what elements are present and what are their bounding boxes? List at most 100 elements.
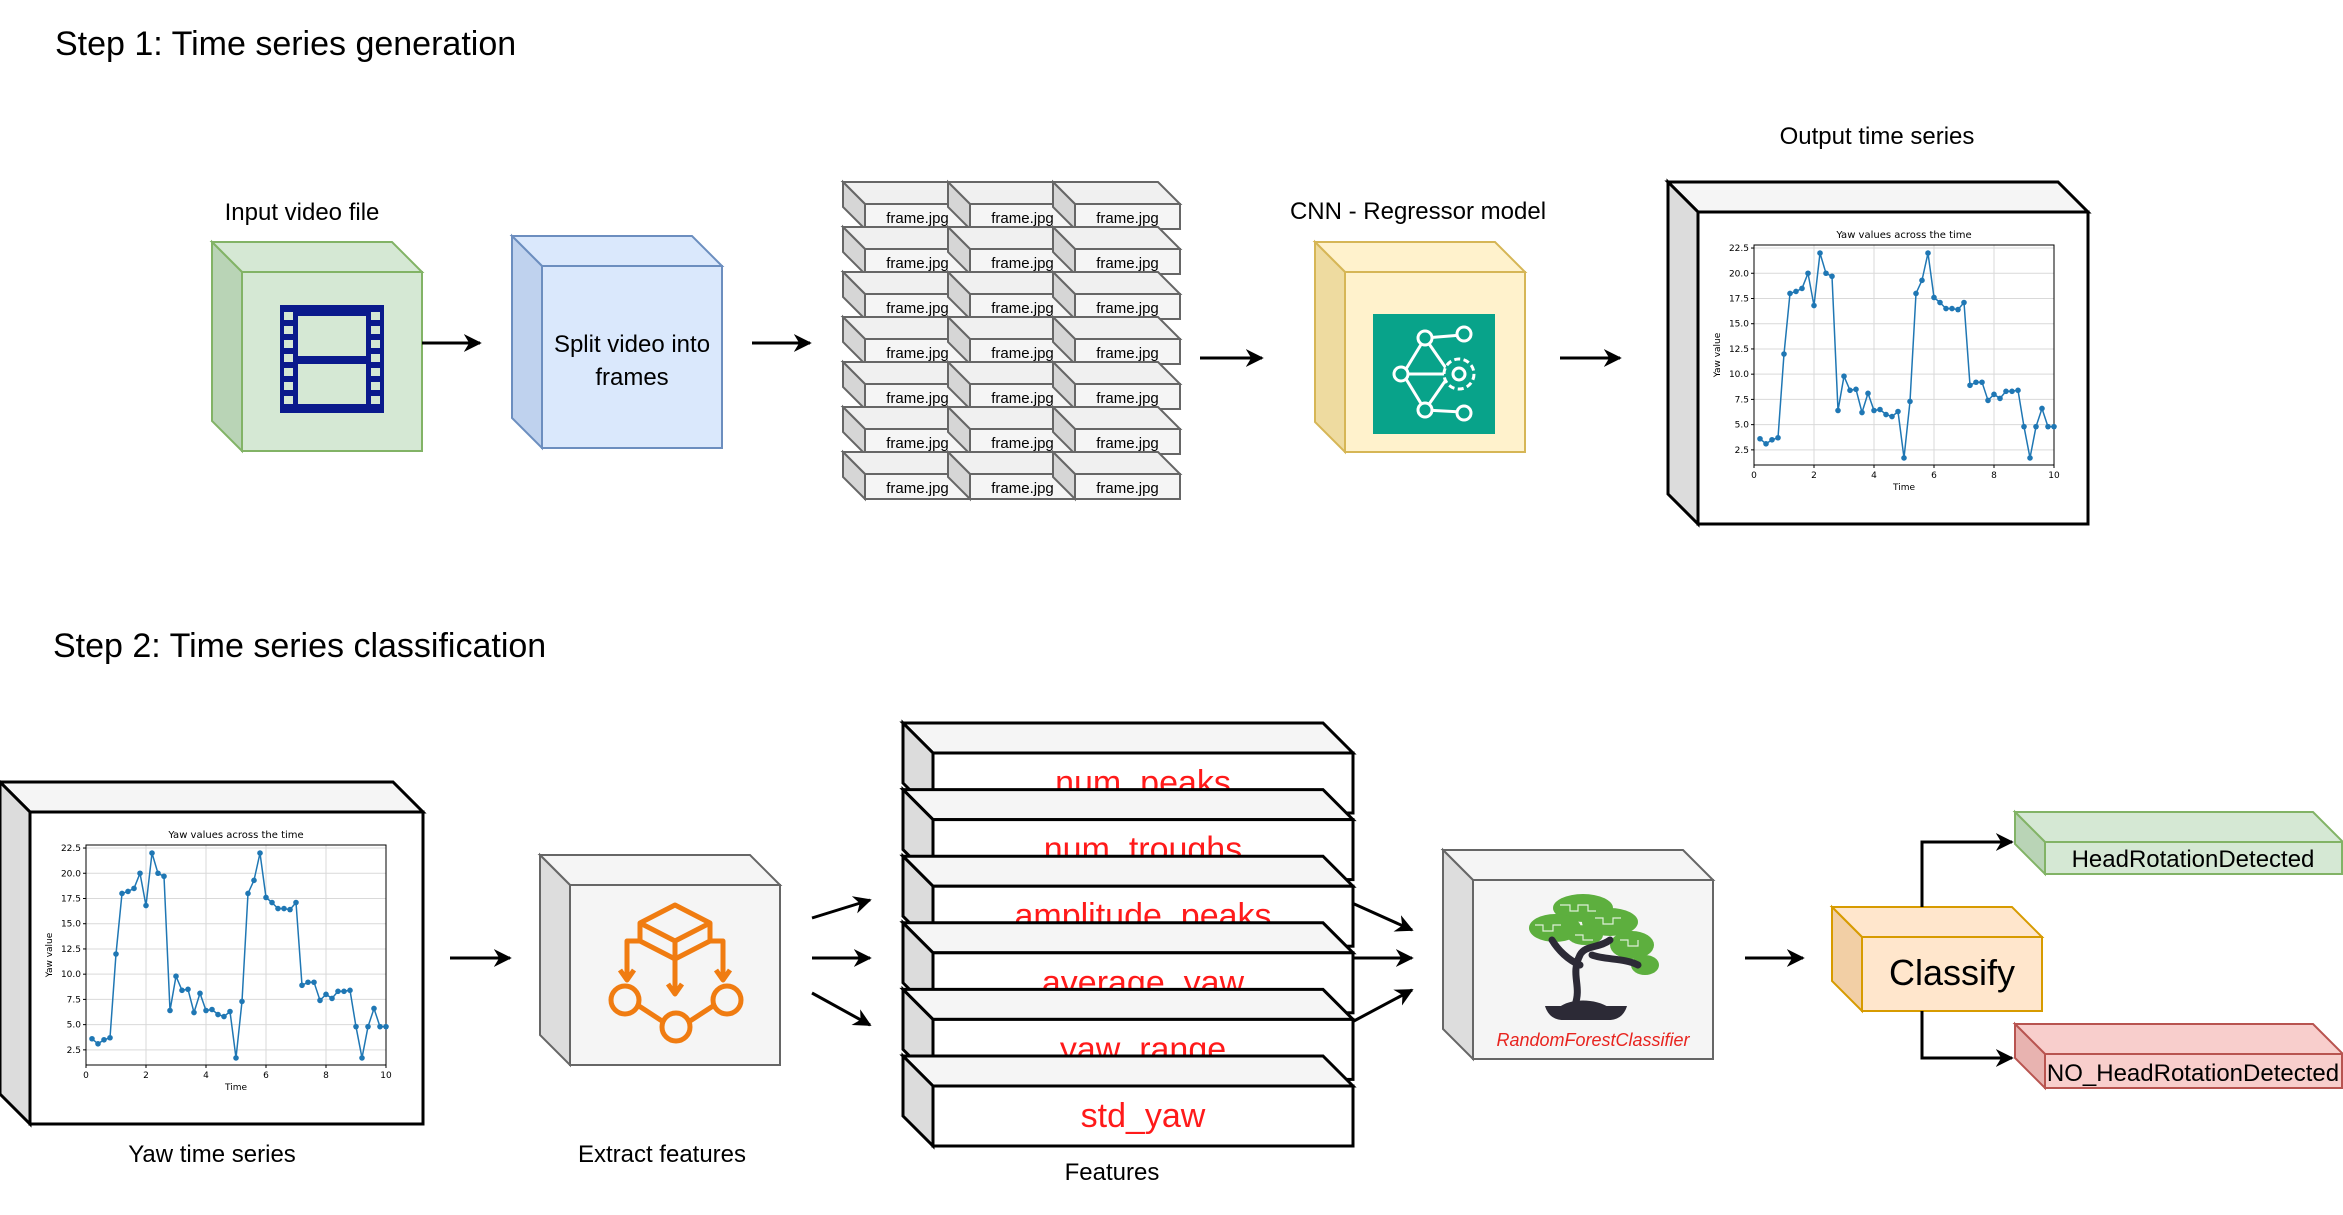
chart-point <box>1805 270 1811 277</box>
output-chart-box <box>1664 178 2092 528</box>
chart-point <box>377 1023 383 1030</box>
chart-point <box>2015 387 2021 394</box>
chart-point <box>209 1006 215 1013</box>
chart-xtick-label: 4 <box>203 1071 209 1081</box>
chart-point <box>113 951 119 957</box>
chart-point <box>1943 305 1949 312</box>
output-negative-box: NO_HeadRotationDetected <box>2012 1021 2343 1091</box>
chart-point <box>1919 277 1925 284</box>
chart-point <box>1859 409 1865 416</box>
frame-label: frame.jpg <box>886 480 949 497</box>
chart-point <box>239 998 245 1005</box>
chart-ytick-label: 2.5 <box>67 1046 81 1056</box>
frame-tile: frame.jpg <box>1050 359 1183 412</box>
chart-point <box>1835 407 1841 414</box>
frame-tile: frame.jpg <box>1050 404 1183 457</box>
frame-tile: frame.jpg <box>1050 179 1183 232</box>
chart-point <box>1937 299 1943 306</box>
frame-label: frame.jpg <box>1096 480 1159 497</box>
chart-point <box>1985 397 1991 404</box>
frame-label: frame.jpg <box>1096 345 1159 362</box>
chart-ytick-label: 10.0 <box>61 970 81 980</box>
chart-ytick-label: 7.5 <box>67 995 81 1005</box>
chart-point <box>1823 270 1829 277</box>
chart-point <box>161 873 167 880</box>
chart-point <box>1883 411 1889 418</box>
frame-label: frame.jpg <box>991 345 1054 362</box>
chart-point <box>365 1023 371 1030</box>
chart-point <box>173 973 179 979</box>
chart-point <box>143 902 149 909</box>
chart-point <box>275 905 281 912</box>
feature-card-face <box>931 1084 1355 1148</box>
chart-ylabel: Yaw value <box>1713 332 1723 378</box>
chart-point <box>1817 250 1823 256</box>
chart-ytick-label: 15.0 <box>1729 320 1749 330</box>
chart-frame <box>1753 244 2055 466</box>
frame-label: frame.jpg <box>1096 435 1159 452</box>
feature-name: std_yaw <box>1081 1097 1206 1135</box>
chart-point <box>119 890 125 897</box>
classify-label: Classify <box>1889 952 2015 993</box>
arrow-negative <box>1920 1011 2014 1067</box>
chart-point <box>371 1005 377 1012</box>
chart-xtick-label: 6 <box>1931 471 1937 481</box>
chart-xtick-label: 10 <box>2048 471 2060 481</box>
chart-point <box>2027 455 2033 461</box>
chart-ytick-label: 5.0 <box>67 1021 82 1031</box>
chart-xtick-label: 2 <box>1811 471 1817 481</box>
chart-ytick-label: 15.0 <box>61 920 81 930</box>
chart-point <box>323 991 329 998</box>
chart-point <box>1961 299 1967 306</box>
chart-point <box>1931 294 1937 301</box>
classify-box: Classify <box>1829 904 2045 1014</box>
chart-ytick-label: 7.5 <box>1735 395 1749 405</box>
chart-point <box>89 1035 95 1042</box>
classifier-box: RandomForestClassifier <box>1440 847 1716 1062</box>
frame-tile: frame.jpg <box>840 404 973 457</box>
split-label-line2: frames <box>595 364 668 391</box>
chart-xtick-label: 2 <box>143 1071 149 1081</box>
chart-point <box>137 870 143 877</box>
frame-tile-face <box>1074 473 1181 500</box>
input-video-label: Input video file <box>225 199 380 226</box>
feature-extraction-icon <box>608 902 744 1044</box>
chart-point <box>1787 290 1793 297</box>
chart-point <box>197 990 203 997</box>
frame-label: frame.jpg <box>886 390 949 407</box>
chart-xtick-label: 8 <box>1991 471 1997 481</box>
chart-xtick-label: 0 <box>1751 471 1757 481</box>
chart-point <box>1973 379 1979 386</box>
chart-point <box>185 986 191 993</box>
chart-point <box>203 1007 209 1014</box>
arrow-positive <box>1920 833 2014 907</box>
frame-label: frame.jpg <box>991 210 1054 227</box>
chart-point <box>215 1011 221 1018</box>
chart-point <box>167 1007 173 1014</box>
frame-tile: frame.jpg <box>840 314 973 367</box>
chart-point <box>1799 285 1805 292</box>
features-stack: num_peaksnum_troughsamplitude_peaksavera… <box>899 719 1357 1150</box>
chart-point <box>1913 290 1919 297</box>
frame-tile: frame.jpg <box>945 179 1078 232</box>
chart-point <box>1781 351 1787 357</box>
feature-card: std_yaw <box>899 1052 1357 1150</box>
chart-xtick-label: 0 <box>83 1071 89 1081</box>
chart-ytick-label: 22.5 <box>1729 244 1749 254</box>
chart-point <box>1901 455 1907 461</box>
chart-point <box>1877 406 1883 413</box>
frame-label: frame.jpg <box>991 435 1054 452</box>
chart-point <box>359 1055 365 1061</box>
frame-label: frame.jpg <box>1096 255 1159 272</box>
chart-point <box>347 987 353 994</box>
chart-point <box>1757 435 1763 442</box>
chart-point <box>1895 408 1901 415</box>
chart-point <box>191 1009 197 1016</box>
frame-tile: frame.jpg <box>1050 449 1183 502</box>
output-series-label: Output time series <box>1780 123 1975 150</box>
feature-card-top <box>899 721 1357 755</box>
frame-label: frame.jpg <box>991 390 1054 407</box>
extract-features-box <box>537 852 783 1068</box>
chart-point <box>263 894 269 901</box>
